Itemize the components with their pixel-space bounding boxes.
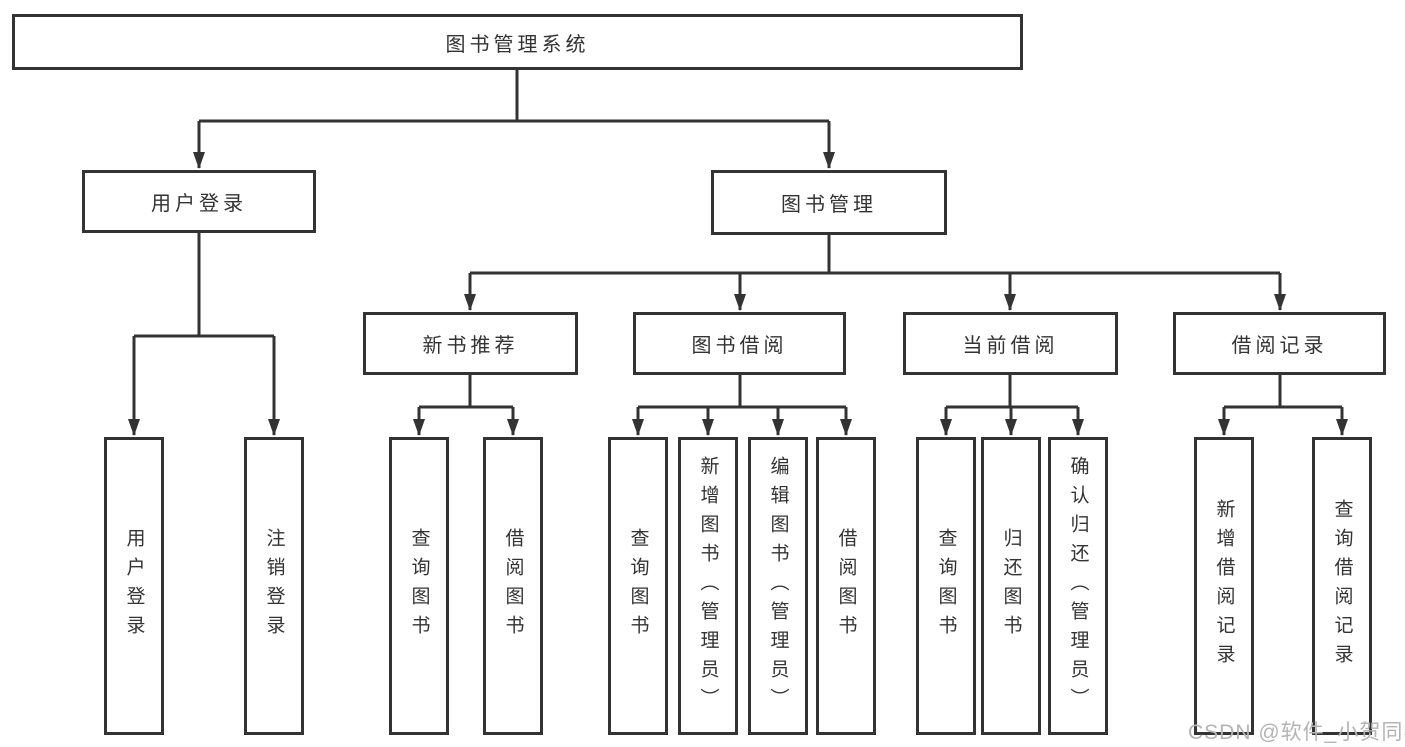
node-library-system: 图书管理系统 — [12, 14, 1023, 70]
node-current-borrowing-label: 当前借阅 — [962, 335, 1059, 357]
node-book-borrowing-label: 图书借阅 — [691, 335, 788, 357]
node-library-system-label: 图书管理系统 — [445, 33, 590, 56]
leaf-borrow-books-2: 借阅图书 — [816, 437, 876, 735]
leaf-logout-label: 注销登录 — [263, 528, 285, 644]
node-book-borrowing: 图书借阅 — [633, 312, 846, 375]
leaf-query-borrow-record: 查询借阅记录 — [1312, 437, 1372, 735]
leaf-borrow-books-2-label: 借阅图书 — [835, 528, 857, 644]
leaf-query-borrow-record-label: 查询借阅记录 — [1331, 499, 1353, 673]
leaf-confirm-return-admin: 确认归还（管理员） — [1048, 437, 1108, 735]
leaf-user-login-label: 用户登录 — [123, 528, 145, 644]
leaf-query-books-2-label: 查询图书 — [627, 528, 649, 644]
leaf-query-books-3-label: 查询图书 — [935, 528, 957, 644]
leaf-return-books-label: 归还图书 — [1000, 528, 1022, 644]
node-book-management: 图书管理 — [711, 170, 947, 235]
node-current-borrowing: 当前借阅 — [903, 312, 1118, 375]
leaf-add-books-admin-label: 新增图书（管理员） — [697, 455, 719, 717]
leaf-logout: 注销登录 — [244, 437, 304, 735]
leaf-query-books-3: 查询图书 — [916, 437, 976, 735]
leaf-borrow-books-1-label: 借阅图书 — [502, 528, 524, 644]
leaf-user-login: 用户登录 — [104, 437, 164, 735]
leaf-confirm-return-admin-label: 确认归还（管理员） — [1067, 455, 1089, 717]
node-new-book-recommend-label: 新书推荐 — [422, 335, 519, 357]
leaf-add-borrow-record-label: 新增借阅记录 — [1213, 499, 1235, 673]
node-borrowing-records-label: 借阅记录 — [1231, 335, 1328, 357]
leaf-borrow-books-1: 借阅图书 — [483, 437, 543, 735]
connector-rails — [134, 70, 1342, 409]
node-user-login-label: 用户登录 — [151, 193, 247, 215]
node-book-management-label: 图书管理 — [781, 194, 877, 216]
csdn-watermark: CSDN @软件_小贺同学 — [1188, 721, 1405, 744]
node-borrowing-records: 借阅记录 — [1173, 312, 1386, 375]
node-new-book-recommend: 新书推荐 — [363, 312, 578, 375]
leaf-edit-books-admin-label: 编辑图书（管理员） — [767, 455, 789, 717]
node-user-login: 用户登录 — [82, 170, 316, 233]
leaf-query-books-2: 查询图书 — [608, 437, 668, 735]
leaf-add-borrow-record: 新增借阅记录 — [1194, 437, 1254, 735]
leaf-return-books: 归还图书 — [981, 437, 1041, 735]
leaf-query-books-1-label: 查询图书 — [408, 528, 430, 644]
leaf-edit-books-admin: 编辑图书（管理员） — [748, 437, 808, 735]
leaf-query-books-1: 查询图书 — [389, 437, 449, 735]
leaf-add-books-admin: 新增图书（管理员） — [678, 437, 738, 735]
